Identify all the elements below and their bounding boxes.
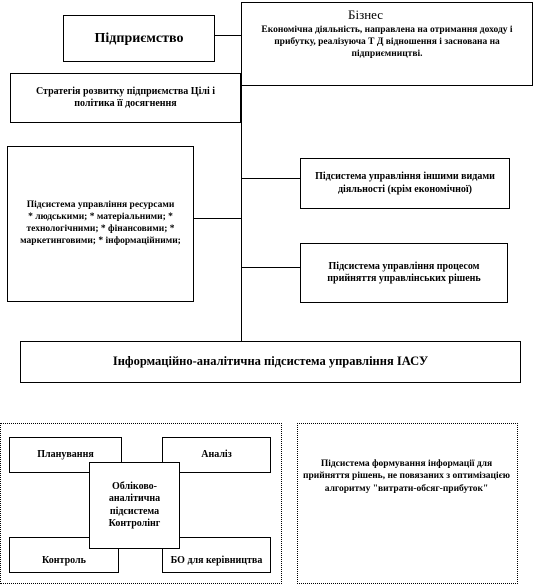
business-box: Бізнес Економічна діяльність, направлена… [241, 2, 533, 86]
resources-title: Підсистема управління ресурсами [26, 200, 175, 211]
planning-label: Планування [37, 448, 94, 460]
iasu-label: Інформаційно-аналітична підсистема управ… [112, 354, 429, 369]
connector-main-vertical [241, 12, 242, 341]
analysis-label: Аналіз [201, 448, 232, 460]
other-activities-box: Підсистема управління іншими видами діял… [300, 158, 510, 209]
analysis-box: Аналіз [162, 437, 271, 473]
info-formation-frame [297, 423, 518, 584]
bo-label: БО для керівництва [170, 554, 263, 566]
strategy-box: Стратегія розвитку підприємства Цілі і п… [10, 73, 241, 123]
enterprise-box: Підприємство [63, 15, 215, 62]
business-title: Бізнес [348, 7, 384, 22]
other-activities-label: Підсистема управління іншими видами діял… [315, 171, 495, 195]
controlling-center-label: Обліково-аналітична підсистема Контролін… [108, 480, 161, 530]
resources-items: * людськими; * матеріальними; * технолог… [20, 212, 181, 246]
controlling-center-box: Обліково-аналітична підсистема Контролін… [89, 462, 180, 549]
connector-other-activities [241, 178, 300, 179]
decisions-box: Підсистема управління процесом прийняття… [300, 243, 508, 303]
planning-box: Планування [9, 437, 122, 473]
connector-enterprise [215, 35, 241, 36]
cluster-frame [0, 423, 282, 584]
bo-box: БО для керівництва [162, 537, 271, 573]
connector-decisions [241, 267, 300, 268]
info-formation-text: Підсистема формування інформації для при… [303, 459, 510, 494]
connector-resources [194, 218, 241, 219]
strategy-label: Стратегія розвитку підприємства Цілі і п… [35, 85, 216, 110]
enterprise-label: Підприємство [94, 30, 184, 46]
resources-box: Підсистема управління ресурсами * людськ… [7, 146, 194, 302]
decisions-label: Підсистема управління процесом прийняття… [327, 260, 481, 285]
iasu-box: Інформаційно-аналітична підсистема управ… [20, 341, 521, 383]
business-description: Економічна діяльність, направлена на отр… [261, 25, 513, 59]
control-label: Контроль [42, 554, 86, 566]
